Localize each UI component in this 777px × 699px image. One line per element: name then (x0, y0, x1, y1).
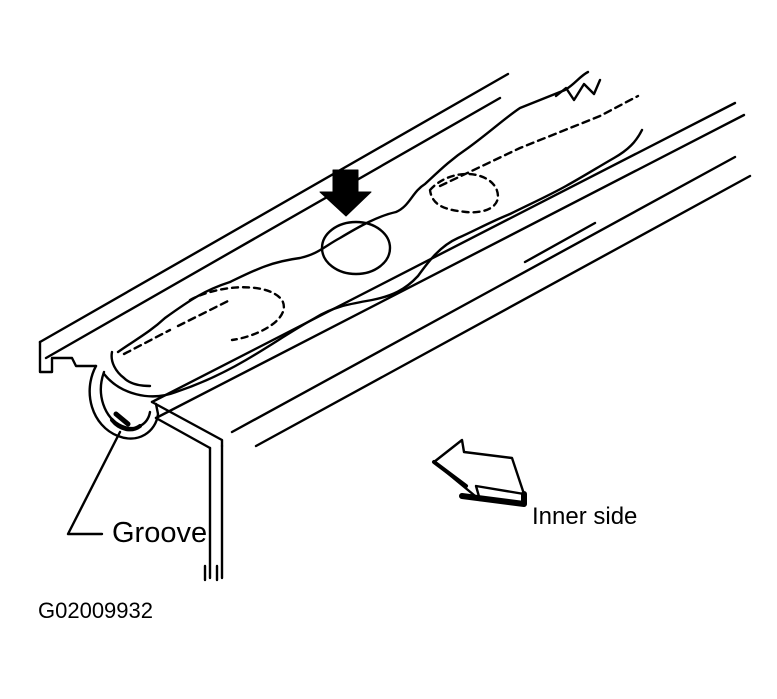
rail-outline (38, 72, 752, 582)
groove-leader-line (66, 430, 122, 536)
figure-id: G02009932 (38, 598, 153, 623)
arrow-right-down-icon (432, 438, 527, 507)
sealant-bead (102, 70, 644, 398)
gap-circle (320, 220, 392, 276)
inner-side-label: Inner side (532, 503, 638, 530)
arrow-down-icon (319, 169, 372, 217)
groove-label: Groove (112, 517, 208, 549)
